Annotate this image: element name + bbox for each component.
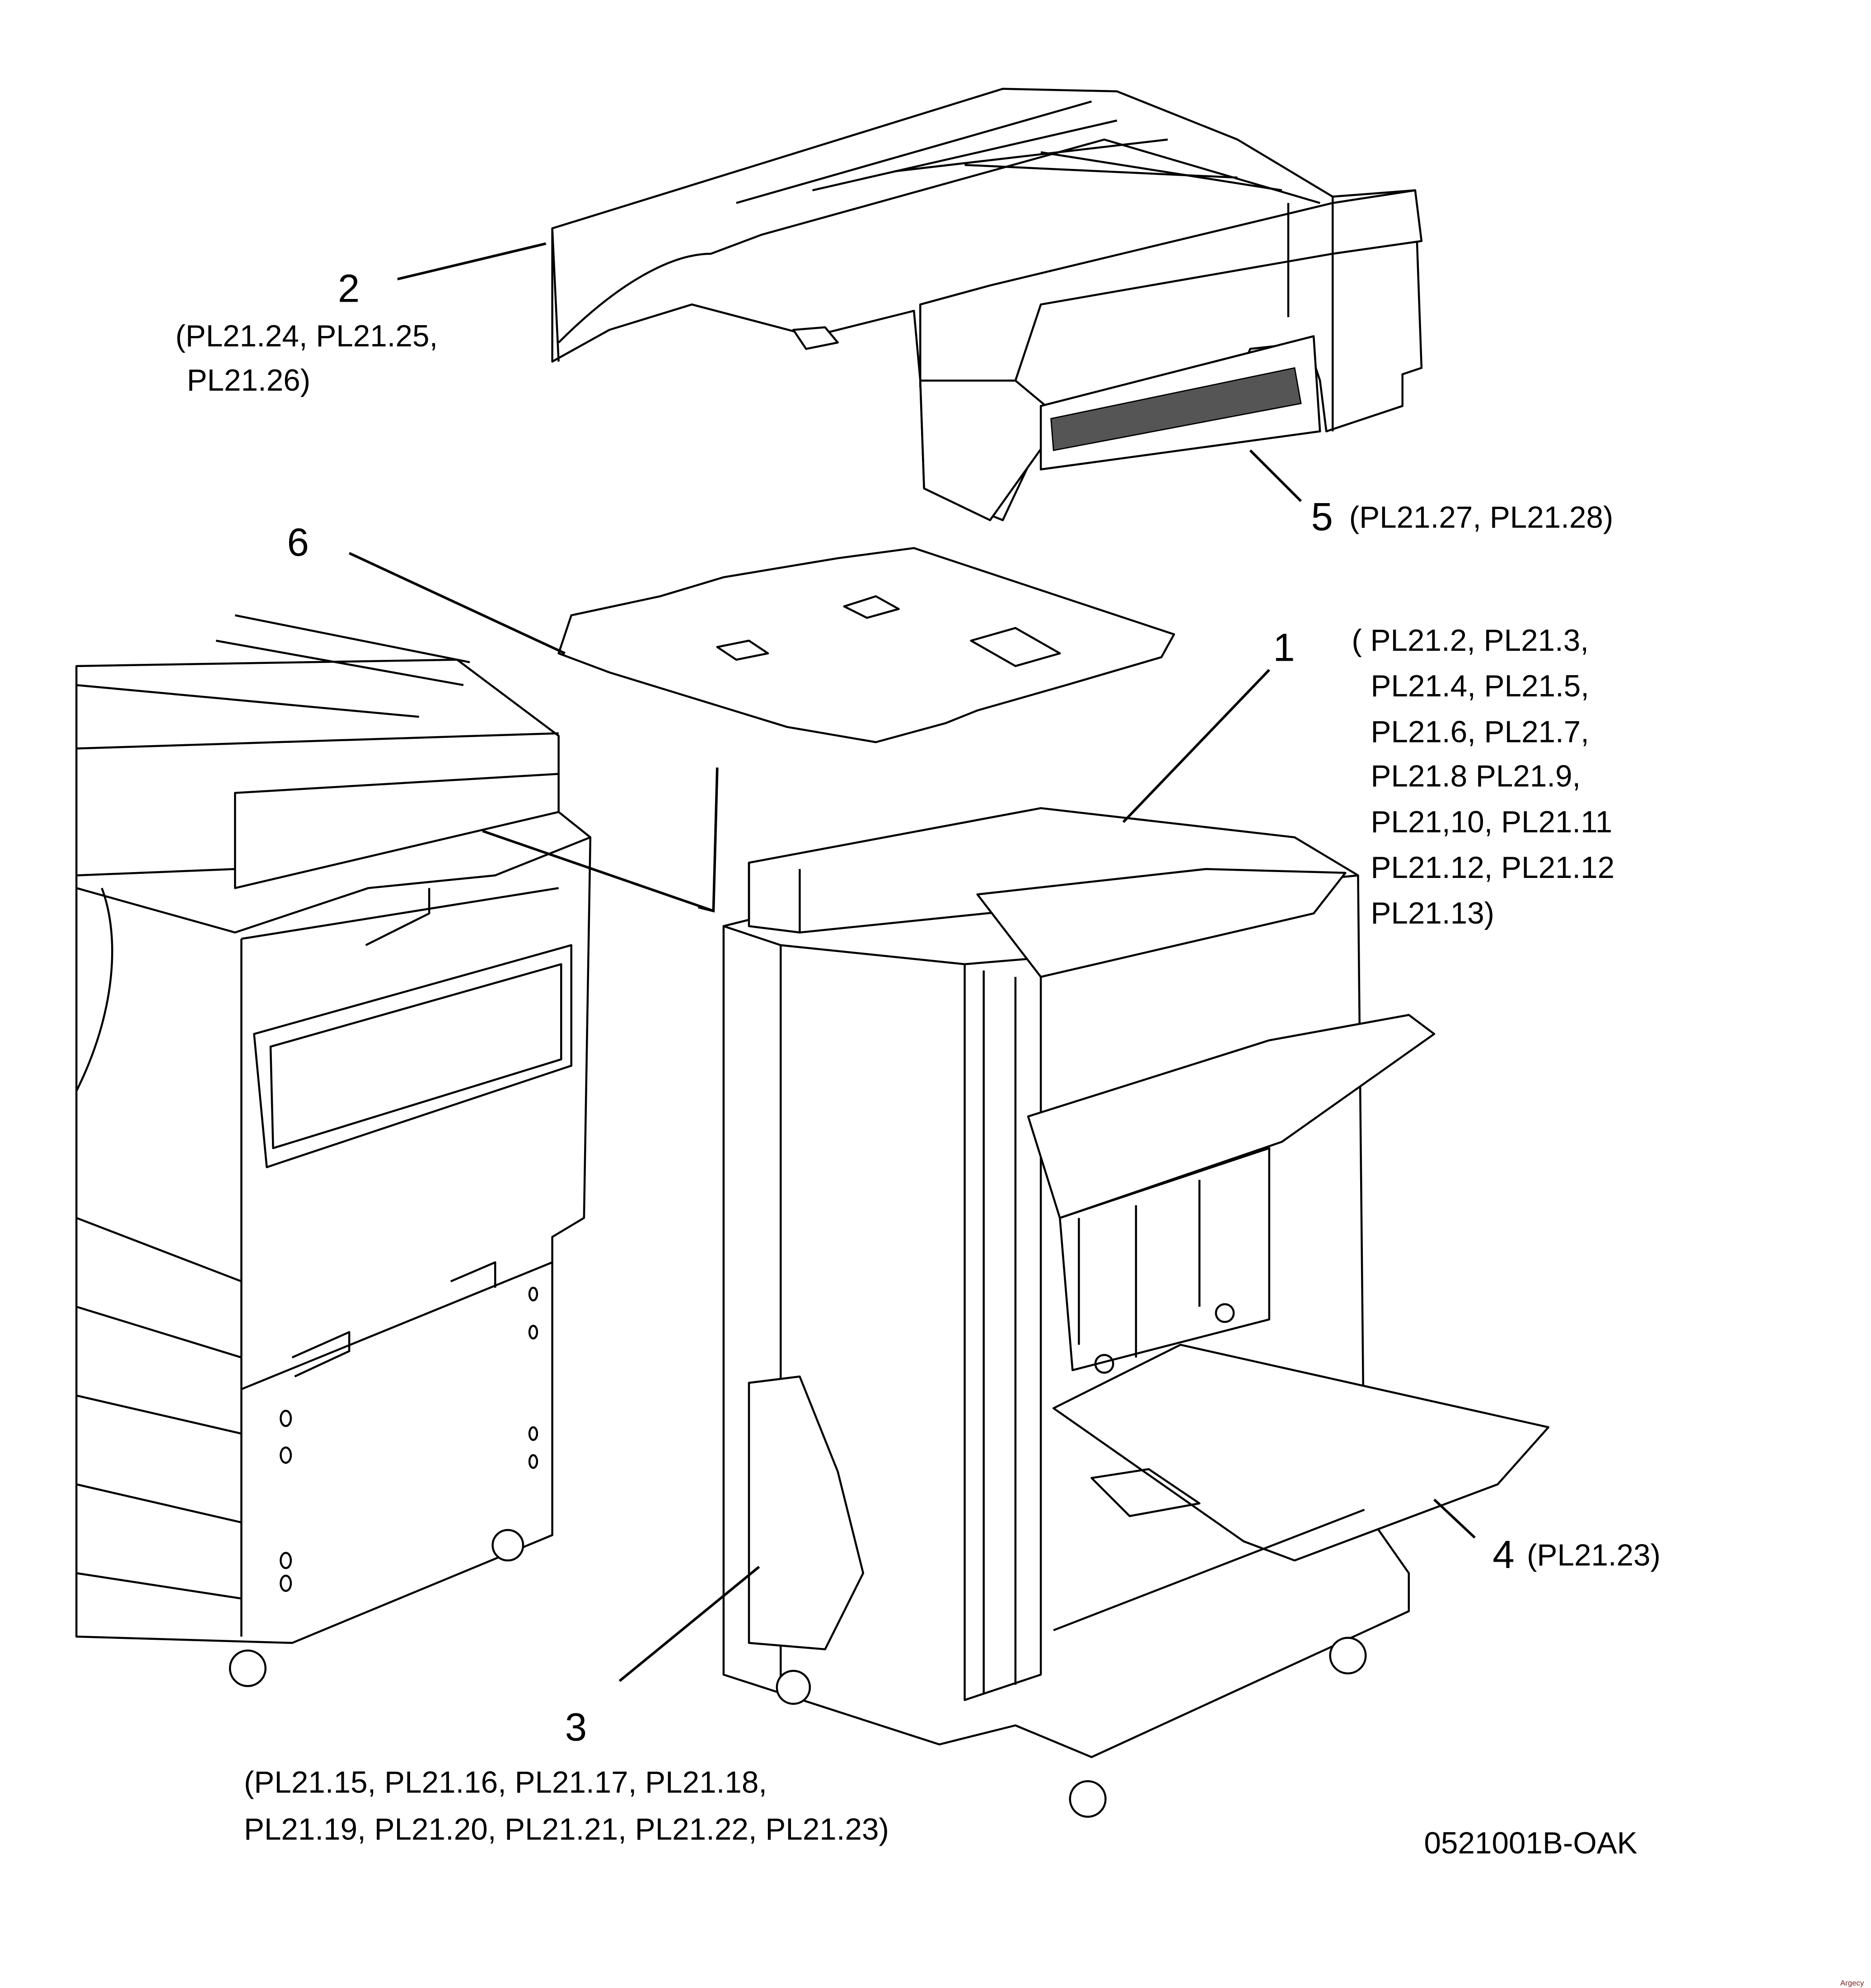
callout-1-refs: PL21.8 PL21.9, xyxy=(1371,760,1581,793)
callout-1-refs: ( PL21.2, PL21.3, xyxy=(1352,624,1589,658)
callout-number-2: 2 xyxy=(338,267,360,311)
callout-1-refs: PL21.4, PL21.5, xyxy=(1371,669,1589,703)
leader-lines xyxy=(348,242,1476,1682)
watermark: Argecy xyxy=(1840,1979,1864,1987)
callout-5-refs: (PL21.27, PL21.28) xyxy=(1349,501,1614,535)
callout-4: 4 (PL21.23) xyxy=(1492,1533,1661,1577)
callout-2-refs: PL21.26) xyxy=(187,364,311,397)
filter-grille xyxy=(1050,367,1302,451)
callout-5: 5 (PL21.27, PL21.28) xyxy=(1311,495,1614,539)
callout-3-refs: (PL21.15, PL21.16, PL21.17, PL21.18, xyxy=(244,1765,767,1799)
callout-1-refs: PL21.13) xyxy=(1371,896,1495,930)
top-plate xyxy=(557,547,1175,743)
callout-3: 3 (PL21.15, PL21.16, PL21.17, PL21.18, P… xyxy=(244,1705,889,1846)
callout-1-refs: PL21,10, PL21.11 xyxy=(1371,805,1613,839)
callout-6: 6 xyxy=(287,520,309,564)
callout-number-4: 4 xyxy=(1492,1533,1514,1577)
callout-1-refs: PL21.12, PL21.12 xyxy=(1371,851,1615,885)
top-cover-assembly xyxy=(551,88,1423,522)
callout-4-refs: (PL21.23) xyxy=(1527,1539,1661,1573)
finisher-unit xyxy=(722,807,1550,1818)
callout-1: 1 ( PL21.2, PL21.3, PL21.4, PL21.5, PL21… xyxy=(1273,624,1614,930)
figure-id: 0521001B-OAK xyxy=(1424,1826,1637,1860)
callout-number-6: 6 xyxy=(287,520,309,564)
callout-2-refs: (PL21.24, PL21.25, xyxy=(175,319,438,353)
copier-machine xyxy=(75,614,592,1687)
callout-2: 2 (PL21.24, PL21.25, PL21.26) xyxy=(175,267,438,398)
callout-number-3: 3 xyxy=(565,1705,587,1749)
callout-number-1: 1 xyxy=(1273,626,1295,670)
callout-number-5: 5 xyxy=(1311,495,1333,539)
callout-3-refs: PL21.19, PL21.20, PL21.21, PL21.22, PL21… xyxy=(244,1812,889,1846)
callout-1-refs: PL21.6, PL21.7, xyxy=(1371,715,1589,749)
